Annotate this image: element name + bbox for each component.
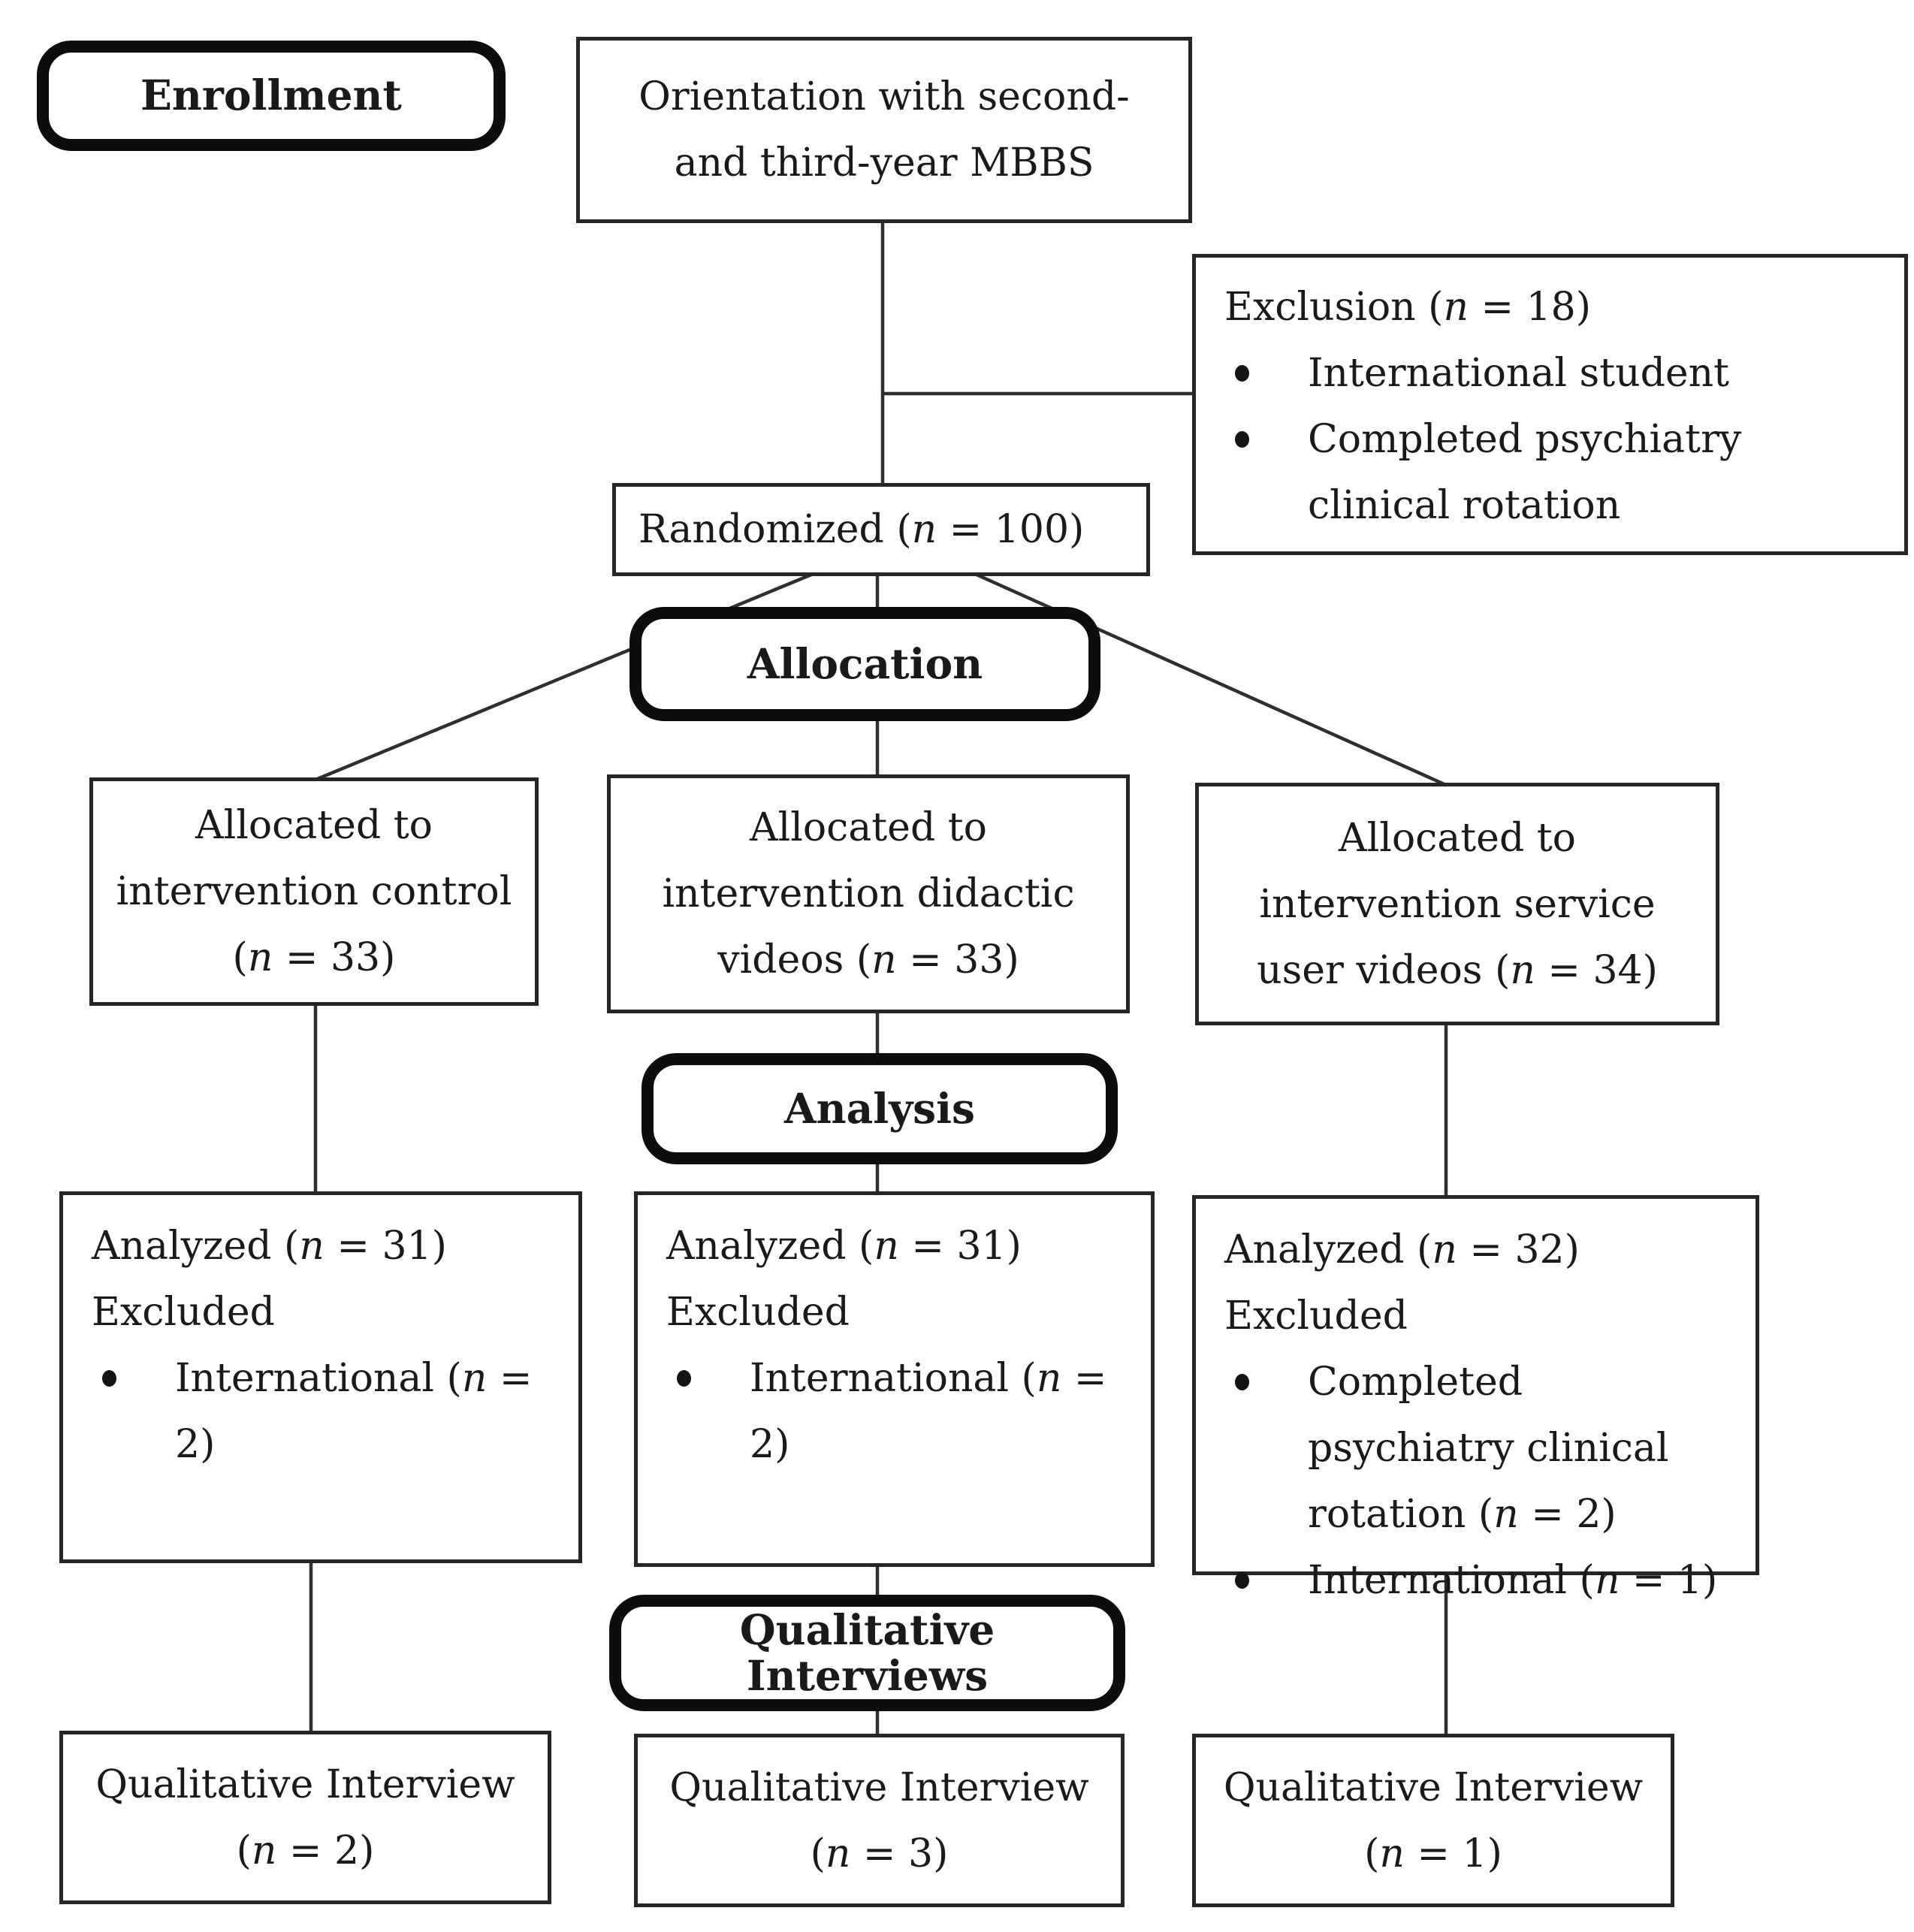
exclusion-bullet-1: International student (1224, 340, 1885, 406)
analyzed-didactic-bullet-1-text: International (n = 2) (750, 1356, 1107, 1467)
allocation-stage-label: Allocation (747, 638, 983, 688)
bullet-dot-icon (1235, 1572, 1249, 1589)
interview-didactic-box: Qualitative Interview (n = 3) (634, 1734, 1125, 1907)
allocated-service-user-line-2: intervention service (1259, 881, 1656, 927)
bullet-dot-icon (1235, 431, 1249, 448)
interview-control-line-2: (n = 2) (236, 1828, 375, 1873)
orientation-box: Orientation with second- and third-year … (576, 37, 1192, 223)
qualitative-interviews-stage-label: Qualitative Interviews (739, 1605, 995, 1700)
analyzed-didactic-label: Analyzed (n = 31) (666, 1224, 1022, 1269)
orientation-line-2: and third-year MBBS (674, 140, 1094, 186)
analysis-stage-label: Analysis (784, 1083, 975, 1133)
interview-service-user-line-1: Qualitative Interview (1223, 1764, 1644, 1810)
analyzed-control-excluded-label: Excluded (92, 1290, 275, 1335)
analyzed-service-user-bullet-1-text: Completed psychiatry clinical rotation (… (1308, 1360, 1669, 1537)
allocated-service-user-line-3: user videos (n = 34) (1257, 947, 1658, 993)
interview-service-user-line-2: (n = 1) (1364, 1831, 1502, 1876)
analyzed-control-bullet-1: International (n = 2) (92, 1345, 559, 1478)
randomized-box: Randomized (n = 100) (612, 483, 1150, 576)
allocated-control-box: Allocated to intervention control (n = 3… (89, 777, 539, 1006)
analyzed-service-user-bullet-1: Completed psychiatry clinical rotation (… (1224, 1349, 1736, 1547)
bullet-dot-icon (677, 1370, 691, 1387)
exclusion-title: Exclusion (n = 18) (1224, 285, 1592, 330)
analyzed-service-user-bullet-2: International (n = 1) (1224, 1547, 1736, 1614)
interview-service-user-box: Qualitative Interview (n = 1) (1192, 1734, 1674, 1907)
analyzed-control-box: Analyzed (n = 31) Excluded International… (59, 1191, 582, 1563)
enrollment-stage-box: Enrollment (37, 41, 506, 151)
bullet-dot-icon (1235, 1374, 1249, 1390)
exclusion-bullet-2-text: Completed psychiatry clinical rotation (1308, 417, 1742, 528)
allocated-didactic-line-2: intervention didactic (662, 871, 1075, 916)
allocated-service-user-line-1: Allocated to (1339, 815, 1576, 861)
analysis-stage-box: Analysis (642, 1053, 1118, 1164)
analyzed-service-user-bullet-2-text: International (n = 1) (1308, 1558, 1718, 1603)
analyzed-service-user-label: Analyzed (n = 32) (1224, 1227, 1580, 1272)
interview-didactic-line-2: (n = 3) (810, 1831, 949, 1876)
interview-didactic-line-1: Qualitative Interview (669, 1764, 1089, 1810)
allocated-control-line-3: (n = 33) (232, 935, 396, 980)
orientation-line-1: Orientation with second- (639, 74, 1130, 119)
allocated-service-user-box: Allocated to intervention service user v… (1195, 783, 1719, 1025)
interview-control-line-1: Qualitative Interview (95, 1761, 515, 1807)
exclusion-box: Exclusion (n = 18) International student… (1192, 254, 1908, 555)
enrollment-stage-label: Enrollment (140, 71, 402, 120)
allocated-didactic-box: Allocated to intervention didactic video… (607, 774, 1130, 1013)
analyzed-control-label: Analyzed (n = 31) (92, 1224, 447, 1269)
allocation-stage-box: Allocation (629, 607, 1100, 721)
exclusion-bullet-2: Completed psychiatry clinical rotation (1224, 406, 1885, 539)
analyzed-service-user-box: Analyzed (n = 32) Excluded Completed psy… (1192, 1195, 1759, 1603)
analyzed-service-user-excluded-label: Excluded (1224, 1294, 1408, 1339)
allocated-didactic-line-3: videos (n = 33) (717, 937, 1019, 983)
allocated-control-line-2: intervention control (116, 869, 512, 914)
analyzed-didactic-box: Analyzed (n = 31) Excluded International… (634, 1191, 1155, 1567)
allocated-didactic-line-1: Allocated to (750, 805, 987, 850)
analyzed-control-bullet-1-text: International (n = 2) (175, 1356, 533, 1467)
analyzed-didactic-bullet-1: International (n = 2) (666, 1345, 1131, 1478)
interview-control-box: Qualitative Interview (n = 2) (59, 1731, 551, 1904)
randomized-label: Randomized (n = 100) (639, 507, 1085, 552)
bullet-dot-icon (1235, 365, 1249, 382)
exclusion-bullet-1-text: International student (1308, 351, 1730, 396)
analyzed-didactic-excluded-label: Excluded (666, 1290, 850, 1335)
qualitative-interviews-stage-box: Qualitative Interviews (609, 1595, 1125, 1711)
allocated-control-line-1: Allocated to (195, 803, 433, 848)
bullet-dot-icon (102, 1370, 116, 1387)
